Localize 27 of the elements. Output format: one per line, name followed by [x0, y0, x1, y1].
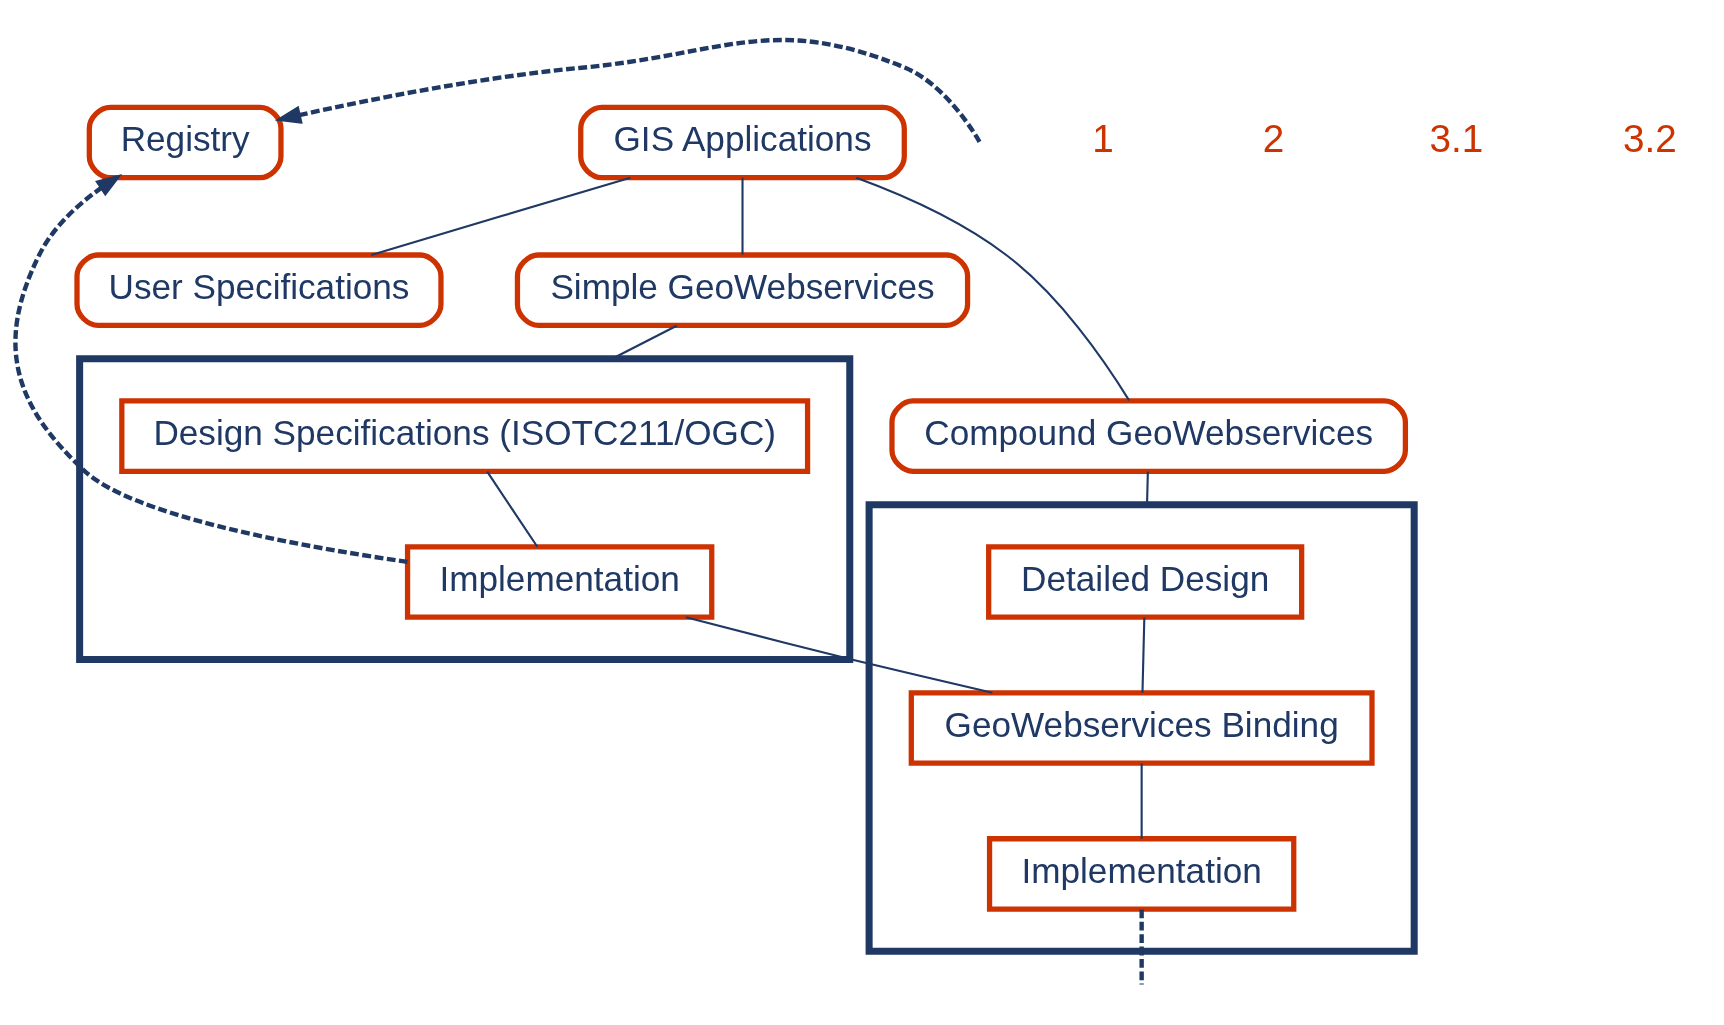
label: 3.1 — [1429, 117, 1484, 161]
cluster — [865, 501, 1418, 955]
node-box: Registry — [86, 104, 284, 181]
node-box: Simple GeoWebservices — [514, 252, 971, 328]
label: 2 — [1262, 117, 1285, 161]
node-box: Detailed Design — [986, 544, 1305, 620]
cluster — [76, 355, 854, 663]
connector — [1141, 617, 1146, 693]
label: 3.2 — [1622, 117, 1677, 161]
node-box: Implementation — [404, 544, 715, 620]
node-box: GIS Applications — [578, 104, 907, 181]
node-box: Implementation — [986, 836, 1297, 912]
label: 1 — [1092, 117, 1114, 161]
connector — [1139, 909, 1144, 985]
arrow — [274, 38, 982, 143]
connector — [741, 177, 744, 255]
connector — [486, 471, 539, 548]
connector — [1140, 763, 1143, 839]
node-box: Design Specifications (ISOTC211/OGC) — [119, 398, 811, 474]
node-box: GeoWebservices Binding — [908, 690, 1375, 766]
connector — [371, 176, 631, 256]
node-box: User Specifications — [74, 252, 444, 328]
node-box: Compound GeoWebservices — [889, 398, 1409, 474]
arrow — [13, 174, 408, 565]
connector — [1145, 471, 1149, 505]
connector — [855, 176, 1130, 401]
connector — [685, 616, 993, 694]
